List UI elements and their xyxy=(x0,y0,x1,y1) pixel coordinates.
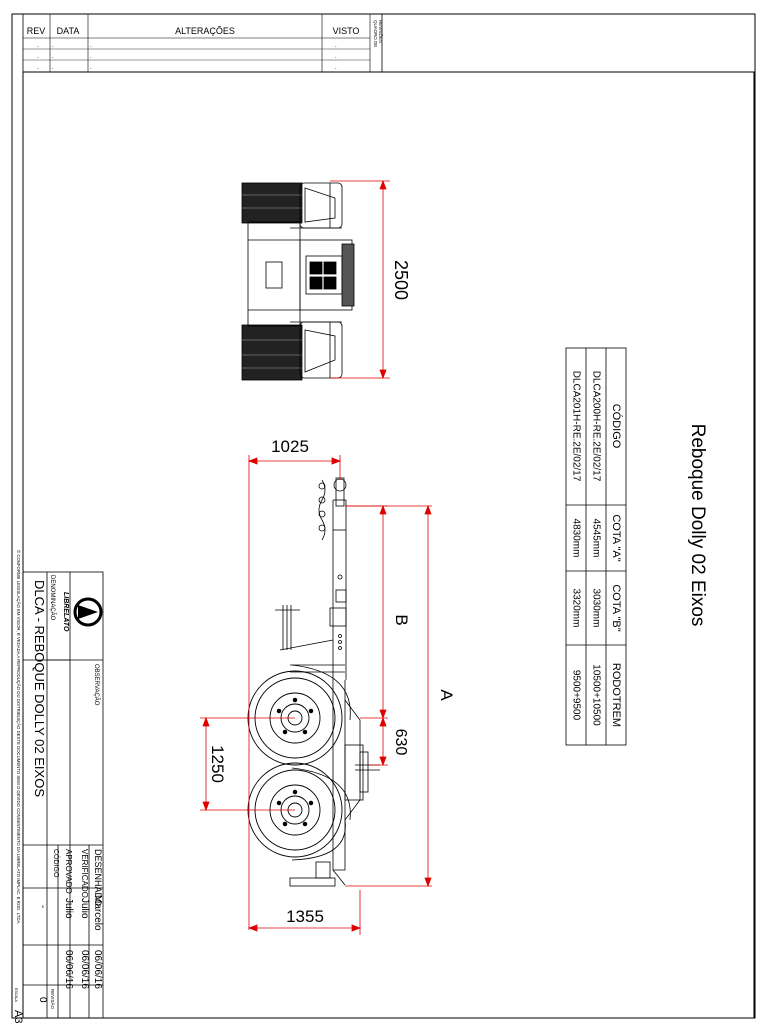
approved-date: 06/06/16 xyxy=(63,950,74,989)
footer-tiny: ESCALA xyxy=(14,988,18,1002)
dimension-width-label: 2500 xyxy=(391,260,411,300)
revision-label: REVISÃO xyxy=(50,989,56,1010)
approved-label: APROVADO xyxy=(64,849,73,894)
rev-header: REV xyxy=(27,26,46,36)
spec-header-code: CÓDIGO xyxy=(610,404,623,449)
dimension-axle-spacing xyxy=(200,716,295,812)
dimension-rear-label: 1355 xyxy=(286,907,324,926)
quadro-label: REVISÕES xyxy=(378,20,384,43)
dimension-offset xyxy=(360,716,388,767)
placeholder-cell: . xyxy=(335,54,337,60)
placeholder-cell: . xyxy=(37,54,39,60)
placeholder-cell: . xyxy=(52,65,54,71)
placeholder-cell: . xyxy=(90,54,92,60)
spec-table-text: CÓDIGO COTA "A" COTA "B" RODOTREM DLCA20… xyxy=(570,371,623,727)
spec-cell: 9500+9500 xyxy=(570,670,581,721)
revision-value: 0 xyxy=(37,997,48,1003)
verified-by: Julio xyxy=(79,898,90,919)
dimension-a xyxy=(345,504,432,888)
verified-date: 06/06/16 xyxy=(79,950,90,989)
revision-table: REV DATA ALTERAÇÕES VISTO . . . . . . . … xyxy=(22,13,384,73)
seen-header: VISTO xyxy=(333,26,360,36)
spec-header-b: COTA "B" xyxy=(610,584,622,631)
title-block xyxy=(22,571,104,1019)
sheet-border-inner xyxy=(22,71,755,1019)
dimension-a-label: A xyxy=(437,689,456,701)
verified-label: VERIFICADO xyxy=(80,849,89,898)
title-block-text: OBSERVAÇÃO DENOMINAÇÃO DLCA - REBOQUE DO… xyxy=(12,550,103,1023)
front-view-drawing xyxy=(241,182,355,381)
placeholder-cell: . xyxy=(335,43,337,49)
dimension-width xyxy=(330,179,390,380)
dimension-b-label: B xyxy=(392,614,411,625)
brand-name: LIBRELATO xyxy=(62,592,69,632)
spec-cell: 4545mm xyxy=(590,519,601,558)
spec-cell: 4830mm xyxy=(570,519,581,558)
observation-label: OBSERVAÇÃO xyxy=(93,664,100,706)
spec-table xyxy=(565,347,627,746)
placeholder-cell: . xyxy=(90,43,92,49)
dimension-axle-spacing-label: 1250 xyxy=(208,745,227,783)
placeholder-cell: . xyxy=(37,43,39,49)
dimension-drawbar-label: 1025 xyxy=(271,437,309,456)
denomination: DLCA - REBOQUE DOLLY 02 EIXOS xyxy=(32,580,47,797)
code-value: - xyxy=(37,905,48,908)
approved-by: Julio xyxy=(63,898,74,919)
drawn-label: DESENHADO xyxy=(93,849,103,906)
spec-header-rodotrem: RODOTREM xyxy=(610,663,622,727)
drawn-date: 06/06/16 xyxy=(92,950,103,989)
placeholder-cell: . xyxy=(52,43,54,49)
drawn-by: Marcelo xyxy=(92,895,103,931)
quadro-label: QUADRO DE xyxy=(373,20,378,47)
dimension-rear xyxy=(247,890,362,935)
denomination-label: DENOMINAÇÃO xyxy=(49,575,56,621)
spec-cell: 3030mm xyxy=(590,589,601,628)
placeholder-cell: . xyxy=(52,54,54,60)
dimension-drawbar xyxy=(247,455,342,930)
side-view-drawing xyxy=(275,477,380,887)
placeholder-cell: . xyxy=(37,65,39,71)
placeholder-cell: . xyxy=(335,65,337,71)
placeholder-cell: . xyxy=(90,65,92,71)
dimension-offset-label: 630 xyxy=(392,729,409,756)
code-label: CÓDIGO xyxy=(52,849,61,878)
changes-header: ALTERAÇÕES xyxy=(175,26,235,36)
copyright-notice: © CONFORME LEGISLAÇÃO EM VIGOR, É VEDADA… xyxy=(16,550,21,925)
spec-cell: 10500+10500 xyxy=(590,664,601,726)
date-header: DATA xyxy=(57,26,80,36)
spec-cell: 3320mm xyxy=(570,589,581,628)
spec-cell: DLCA201H-RE.2E/02/17 xyxy=(570,371,581,482)
dimension-b xyxy=(345,504,388,720)
drawing-title: Reboque Dolly 02 Eixos xyxy=(687,424,708,627)
sheet-border-outer xyxy=(11,13,756,1019)
sheet-size: A3 xyxy=(12,1010,24,1023)
librelato-logo xyxy=(73,597,103,627)
spec-header-a: COTA "A" xyxy=(610,514,622,561)
spec-cell: DLCA200H-RE.2E/02/17 xyxy=(590,371,601,482)
